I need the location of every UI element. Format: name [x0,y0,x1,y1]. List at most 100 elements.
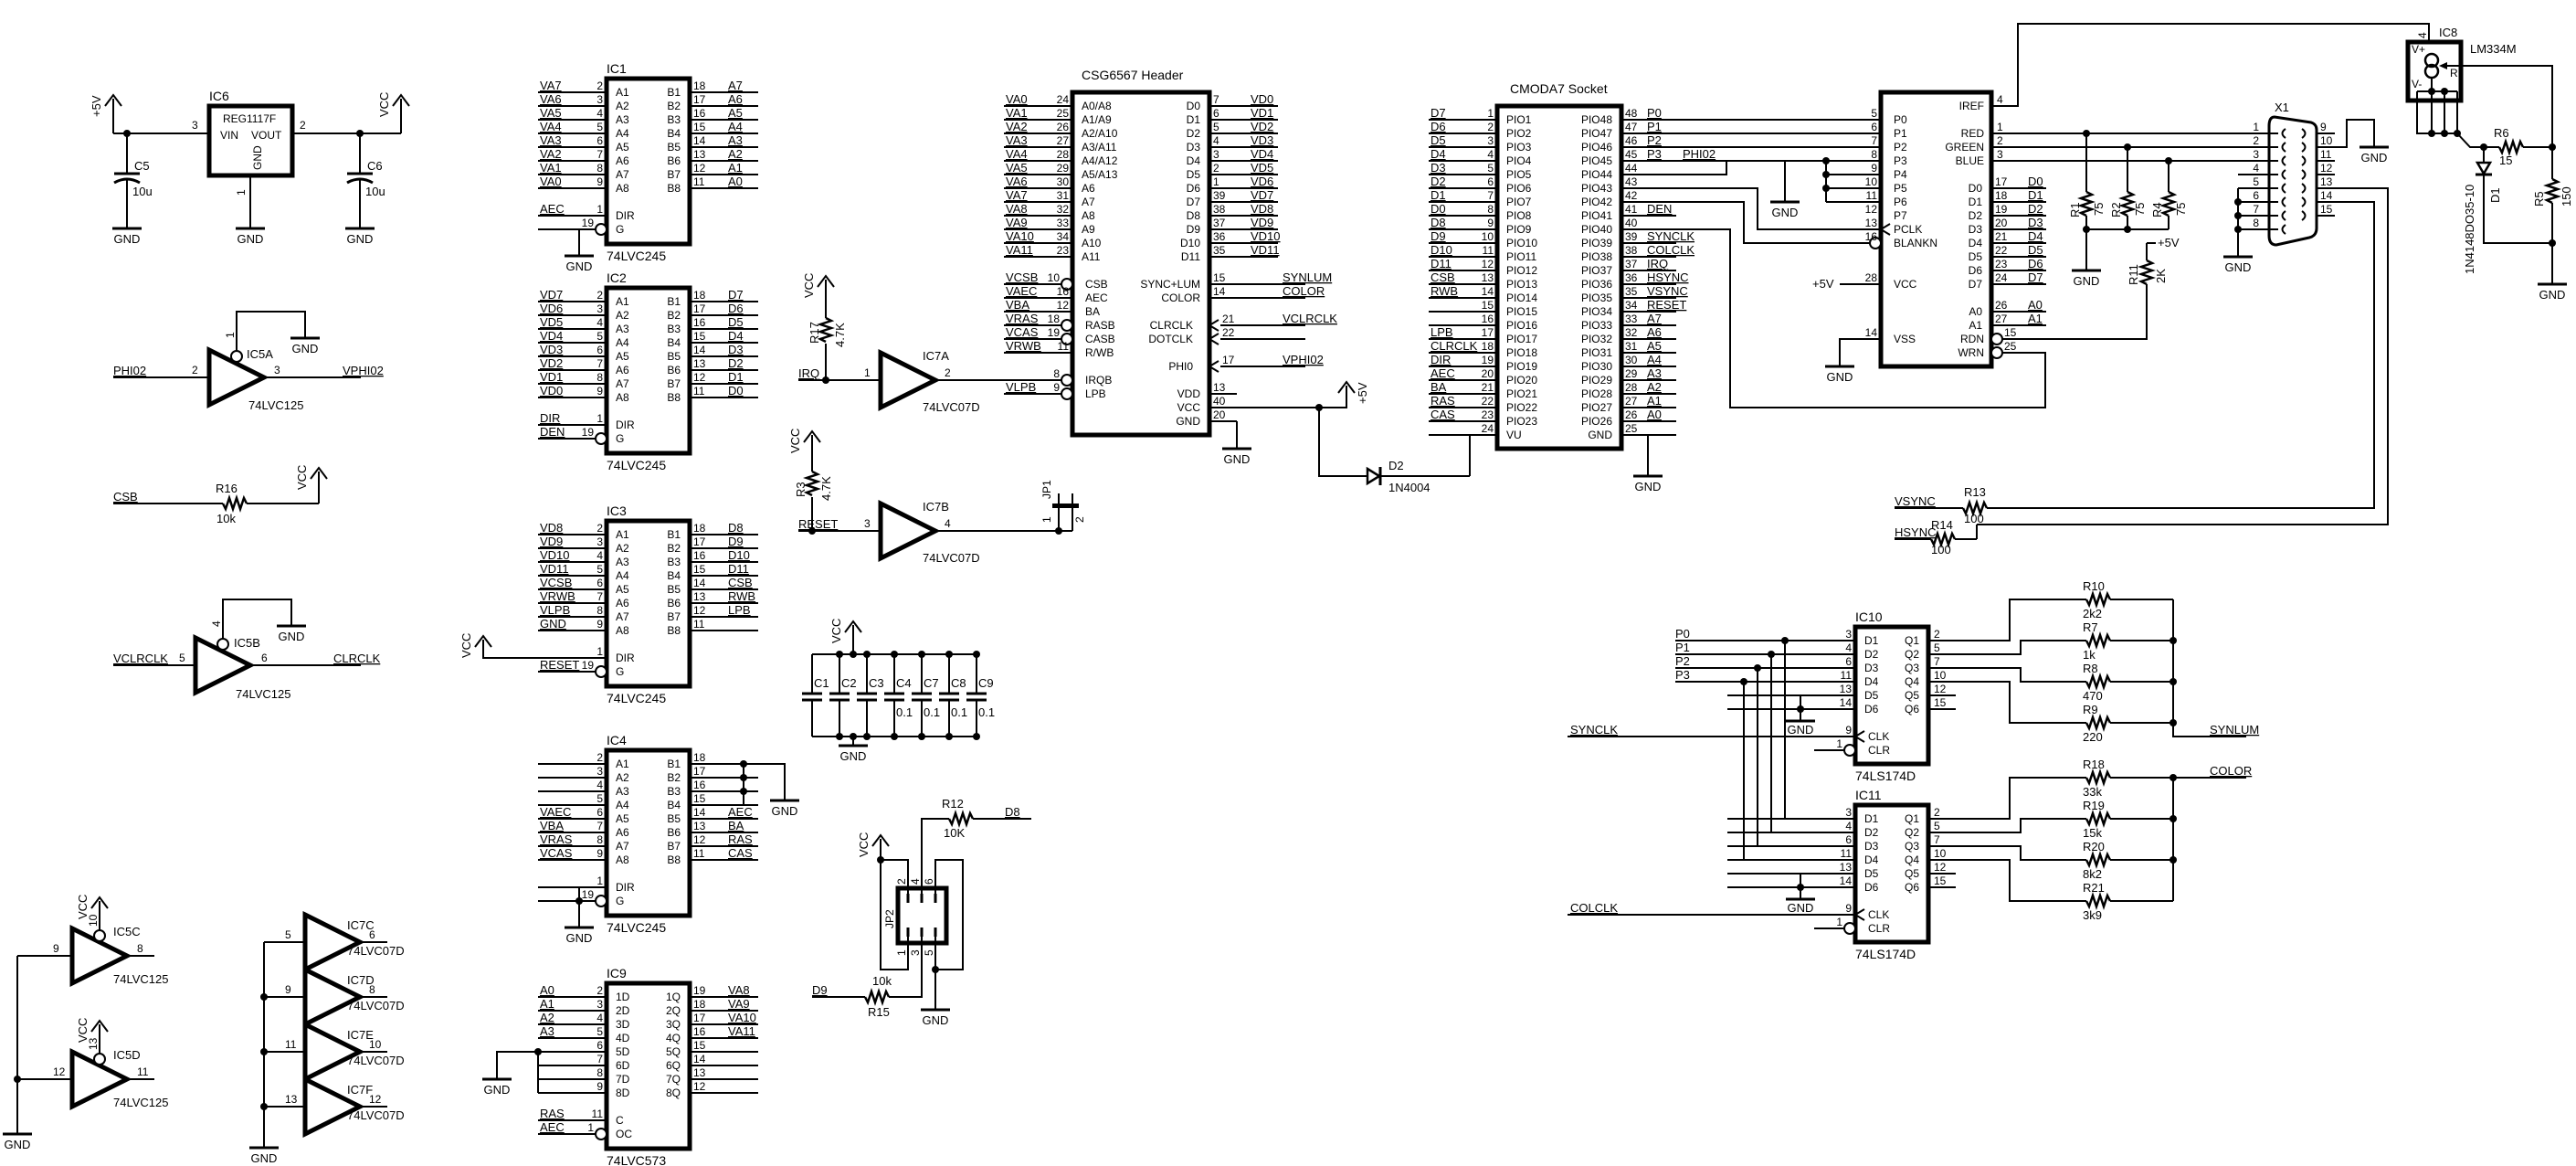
junction-dot [1315,404,1323,411]
net-label: P2 [1675,654,1690,668]
resistor-value: 220 [2083,730,2103,744]
pin-name: SYNC+LUM [1140,278,1200,291]
net-label: D8 [1431,216,1446,229]
net-label: A1 [1647,394,1662,408]
inversion-bubble [93,929,106,942]
net-label: VRWB [1006,339,1041,353]
net-label: RESET [540,658,579,672]
inversion-bubble [1843,922,1856,935]
net-label: D3 [1431,161,1446,175]
net-label: VA3 [1006,133,1028,147]
pin-number: 18 [693,751,706,764]
pin-number: 47 [1625,121,1638,133]
pin-number: 13 [1840,861,1853,874]
pin-number: 5 [1871,107,1877,120]
pin-number: 12 [693,833,706,846]
pin-name: B7 [667,168,681,181]
ic-ref: IC11 [1855,788,1882,802]
junction-dot [2549,239,2556,247]
pin-name: D3 [1187,141,1201,154]
net-label: SYNLUM [1283,270,1332,284]
pin-name: D3 [1864,662,1879,674]
net-label: VD1 [1251,106,1273,120]
pin-number: 31 [1057,189,1070,202]
pin-number: 13 [693,148,706,161]
junction-dot [822,376,829,384]
pin-number: 34 [1057,230,1070,243]
net-label: D5 [728,315,744,329]
net-label: VA8 [728,983,750,997]
pin-number: 7 [596,357,603,370]
junction-dot [1797,705,1804,713]
buffer-gate-icon [302,965,365,1029]
resistor-ref: R15 [868,1005,890,1019]
net-label: COLCLK [1647,243,1694,257]
pin-name: BA [1085,305,1100,318]
pin-name: A0/A8 [1082,100,1112,112]
net-label: A5 [1647,339,1662,353]
ground-label: GND [2225,260,2252,274]
pin-number: 4 [596,779,603,791]
net-label: RESET [798,517,838,531]
pin-name: D0 [1187,100,1201,112]
pin-number: 10 [369,1038,382,1051]
pin-number: 25 [1625,422,1638,435]
ic-part: 74LVC245 [607,691,666,705]
pin-name: RDN [1960,333,1984,345]
power-rail-label: VCC [295,465,309,490]
resistor-r16-icon [221,494,248,513]
pin-name: RED [1961,127,1985,140]
pin-number: 9 [1053,381,1060,394]
wire [1621,434,1649,476]
resistor-value: 150 [2560,186,2573,207]
wiring-layer [16,23,2553,1148]
net-label: VD4 [1251,147,1273,161]
wire [2447,65,2553,147]
net-label: VD10 [1251,229,1281,243]
pin-name: 2D [616,1004,630,1017]
pin-name: B6 [667,154,681,167]
pin-name: A2 [616,309,629,322]
pin-number: 5 [596,330,603,343]
inversion-bubble [1869,237,1882,249]
inversion-bubble [1061,333,1073,345]
net-label: DEN [1647,202,1672,216]
gate-part: 74LVC07D [347,1054,405,1067]
pin-number: 4 [210,620,223,627]
pin-name: 4D [616,1032,630,1044]
pin-name: 1Q [666,991,681,1003]
resistor-value: 3k9 [2083,908,2102,922]
inversion-bubble [595,895,607,907]
pin-number: 18 [693,998,706,1011]
pin-name: VCC [1894,278,1917,291]
pin-name: Q3 [1905,662,1919,674]
pin-name: PIO47 [1581,127,1612,140]
pin-number: 1 [1836,737,1842,750]
pin-name: PIO3 [1506,141,1532,154]
resistor-value: 2k2 [2083,607,2102,620]
socket-contact-icon [2301,142,2307,153]
gate-part: 74LVC125 [236,687,290,701]
ic-ref: IC1 [607,61,627,76]
capacitor-value: 0.1 [978,705,995,719]
pin-number: 13 [1840,683,1853,695]
pin-number: 2 [192,364,198,376]
pin-number: 1 [596,203,603,216]
pin-name: BLANKN [1894,237,1937,249]
net-label: VD2 [540,356,563,370]
pin-number: 11 [1483,244,1494,257]
net-label: P0 [1675,627,1690,641]
pin-number: 22 [1222,326,1235,339]
net-label: HSYNC [1647,270,1689,284]
net-label: AEC [540,202,565,216]
pin-name: D9 [1187,223,1201,236]
connector-ref: X1 [2275,101,2289,114]
pin-name: VSS [1894,333,1916,345]
power-rail-label: VCC [377,92,391,117]
pin-number: 22 [1995,244,2008,257]
pin-name: B7 [667,840,681,853]
junction-dot [2170,637,2177,644]
socket-contact-icon [2301,155,2307,166]
wire [482,640,538,659]
gate-ref: IC5C [113,925,141,938]
